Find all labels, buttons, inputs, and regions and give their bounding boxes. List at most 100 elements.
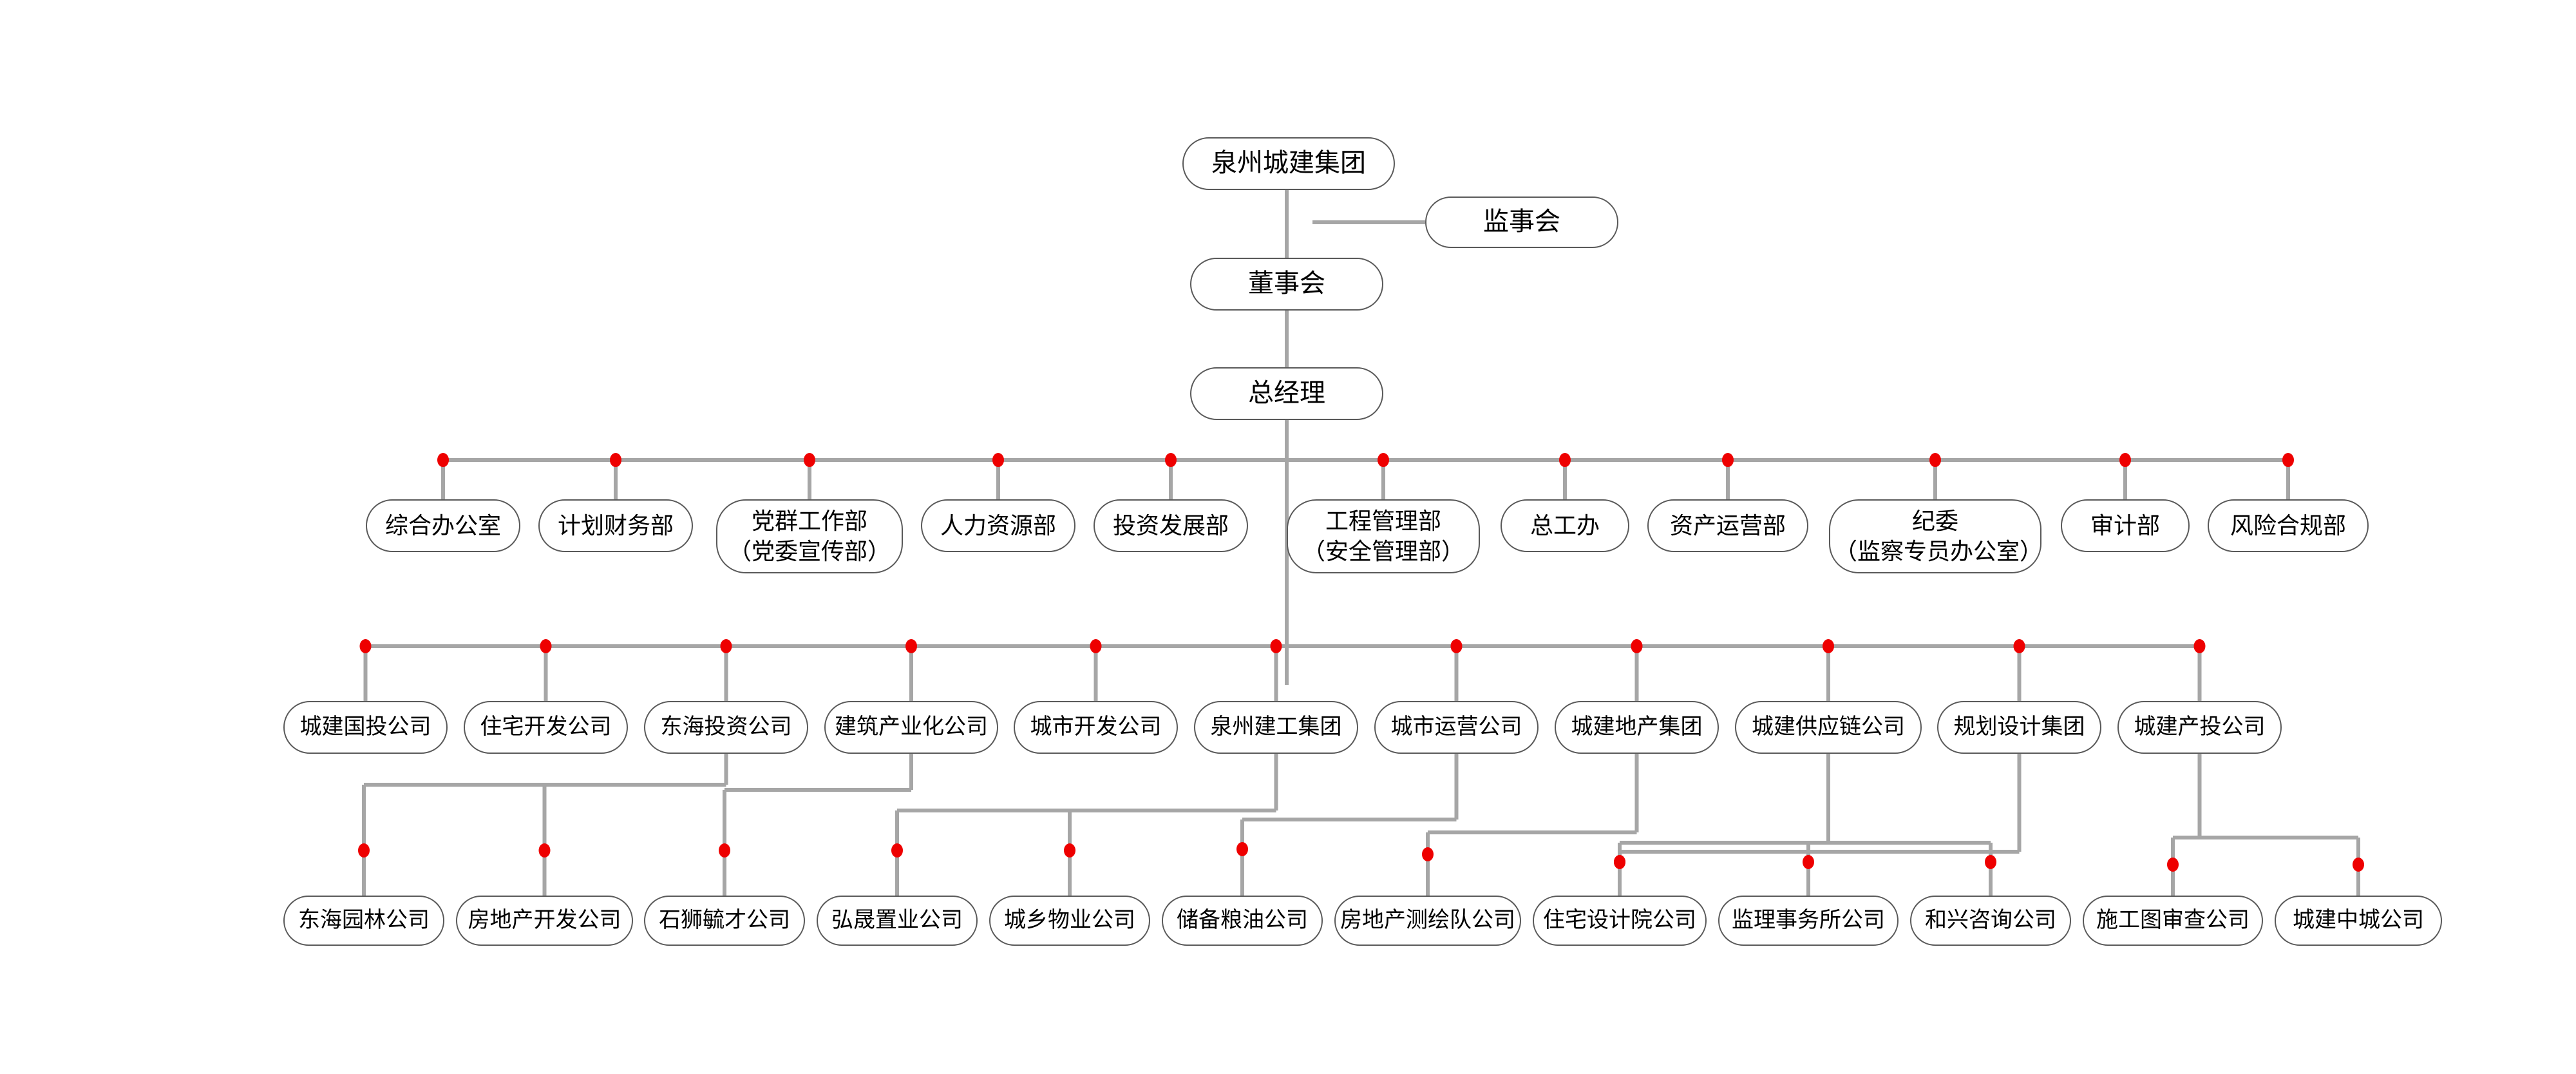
node-root[interactable]: 泉州城建集团 — [1182, 137, 1395, 190]
node-department-5[interactable]: 工程管理部 （安全管理部） — [1287, 499, 1480, 573]
node-label: 住宅开发公司 — [480, 714, 612, 740]
node-sub-subsidiary-5[interactable]: 储备粮油公司 — [1162, 896, 1323, 946]
connector-dot — [2193, 639, 2206, 653]
node-label: 投资发展部 — [1112, 512, 1229, 539]
connector-dot — [2119, 453, 2131, 467]
node-sub-subsidiary-4[interactable]: 城乡物业公司 — [989, 896, 1150, 946]
node-sub-subsidiary-3[interactable]: 弘晟置业公司 — [817, 896, 978, 946]
node-sub-subsidiary-6[interactable]: 房地产测绘队公司 — [1334, 896, 1521, 946]
node-label: 泉州建工集团 — [1210, 714, 1342, 740]
node-label: 石狮毓才公司 — [659, 908, 790, 933]
node-department-0[interactable]: 综合办公室 — [366, 499, 520, 552]
node-subsidiary-8[interactable]: 城建供应链公司 — [1735, 701, 1922, 754]
connector-dot — [1165, 453, 1177, 467]
node-label: 城建供应链公司 — [1752, 714, 1905, 740]
node-subsidiary-0[interactable]: 城建国投公司 — [283, 701, 448, 754]
node-label: 总工办 — [1530, 512, 1600, 539]
node-department-4[interactable]: 投资发展部 — [1094, 499, 1248, 552]
node-sub-subsidiary-11[interactable]: 城建中城公司 — [2275, 896, 2442, 946]
connector-dot — [1450, 639, 1463, 653]
connector-dot — [1722, 453, 1734, 467]
connector-dot — [358, 843, 370, 858]
node-label: 城建产投公司 — [2134, 714, 2266, 740]
node-label: 审计部 — [2090, 512, 2160, 539]
node-department-8[interactable]: 纪委 （监察专员办公室） — [1829, 499, 2043, 573]
node-department-9[interactable]: 审计部 — [2061, 499, 2190, 552]
node-label: 规划设计集团 — [1953, 714, 2085, 740]
node-label: 综合办公室 — [384, 512, 501, 539]
node-sub-subsidiary-1[interactable]: 房地产开发公司 — [456, 896, 633, 946]
node-supervisory-board[interactable]: 监事会 — [1425, 197, 1618, 248]
node-label: 房地产测绘队公司 — [1340, 908, 1515, 933]
node-label: 城市开发公司 — [1030, 714, 1162, 740]
node-label: 东海园林公司 — [298, 908, 430, 933]
node-subsidiary-3[interactable]: 建筑产业化公司 — [824, 701, 998, 754]
connector-dot — [1378, 453, 1389, 467]
node-sub-subsidiary-9[interactable]: 和兴咨询公司 — [1910, 896, 2071, 946]
connector-dot — [992, 453, 1004, 467]
node-label: 监理事务所公司 — [1732, 908, 1885, 933]
node-sub-subsidiary-2[interactable]: 石狮毓才公司 — [644, 896, 805, 946]
connector-dot — [1064, 843, 1075, 858]
node-label: 泉州城建集团 — [1211, 149, 1366, 178]
connector-dot — [1614, 855, 1625, 869]
node-label: 储备粮油公司 — [1177, 908, 1308, 933]
node-label: 纪委 （监察专员办公室） — [1834, 508, 2043, 564]
connector-dot — [540, 639, 552, 653]
node-label: 城市运营公司 — [1390, 714, 1522, 740]
node-subsidiary-10[interactable]: 城建产投公司 — [2117, 701, 2282, 754]
connector-dot — [804, 453, 815, 467]
node-label: 计划财务部 — [557, 512, 674, 539]
connector-dot — [720, 639, 732, 653]
connector-dot — [1985, 855, 1996, 869]
connector-dot — [359, 639, 372, 653]
connector-dot — [2013, 639, 2025, 653]
node-label: 董事会 — [1248, 269, 1325, 298]
node-label: 城建地产集团 — [1571, 714, 1703, 740]
connector-dot — [1559, 453, 1571, 467]
node-subsidiary-2[interactable]: 东海投资公司 — [644, 701, 808, 754]
node-department-6[interactable]: 总工办 — [1501, 499, 1629, 552]
node-label: 城乡物业公司 — [1004, 908, 1135, 933]
node-subsidiary-1[interactable]: 住宅开发公司 — [464, 701, 628, 754]
connector-dot — [905, 639, 917, 653]
node-board-of-directors[interactable]: 董事会 — [1190, 258, 1383, 311]
connector-dot — [1422, 847, 1434, 861]
node-department-7[interactable]: 资产运营部 — [1647, 499, 1808, 552]
node-label: 房地产开发公司 — [468, 908, 621, 933]
node-department-3[interactable]: 人力资源部 — [921, 499, 1075, 552]
node-label: 城建中城公司 — [2293, 908, 2424, 933]
connector-dot — [1270, 639, 1282, 653]
node-label: 城建国投公司 — [299, 714, 431, 740]
node-subsidiary-6[interactable]: 城市运营公司 — [1374, 701, 1539, 754]
connector-dot — [2353, 858, 2364, 872]
node-sub-subsidiary-7[interactable]: 住宅设计院公司 — [1533, 896, 1707, 946]
node-label: 资产运营部 — [1669, 512, 1786, 539]
connector-dot — [891, 843, 903, 858]
node-department-10[interactable]: 风险合规部 — [2208, 499, 2369, 552]
node-label: 东海投资公司 — [660, 714, 792, 740]
connector-dot — [1929, 453, 1941, 467]
node-subsidiary-7[interactable]: 城建地产集团 — [1555, 701, 1719, 754]
node-label: 施工图审查公司 — [2096, 908, 2249, 933]
node-department-2[interactable]: 党群工作部 （党委宣传部） — [716, 499, 903, 573]
node-label: 建筑产业化公司 — [835, 714, 988, 740]
node-sub-subsidiary-8[interactable]: 监理事务所公司 — [1718, 896, 1899, 946]
node-sub-subsidiary-10[interactable]: 施工图审查公司 — [2083, 896, 2263, 946]
node-sub-subsidiary-0[interactable]: 东海园林公司 — [283, 896, 444, 946]
node-subsidiary-5[interactable]: 泉州建工集团 — [1194, 701, 1358, 754]
connector-dot — [1090, 639, 1102, 653]
node-subsidiary-4[interactable]: 城市开发公司 — [1014, 701, 1178, 754]
node-general-manager[interactable]: 总经理 — [1190, 367, 1383, 420]
node-label: 和兴咨询公司 — [1925, 908, 2056, 933]
connector-dot — [538, 843, 551, 858]
node-subsidiary-9[interactable]: 规划设计集团 — [1937, 701, 2101, 754]
node-department-1[interactable]: 计划财务部 — [538, 499, 693, 552]
connector-dot — [1236, 842, 1248, 856]
node-label: 工程管理部 （安全管理部） — [1302, 508, 1464, 564]
node-label: 住宅设计院公司 — [1543, 908, 1696, 933]
connector-dot — [719, 843, 730, 858]
node-label: 监事会 — [1483, 207, 1560, 236]
